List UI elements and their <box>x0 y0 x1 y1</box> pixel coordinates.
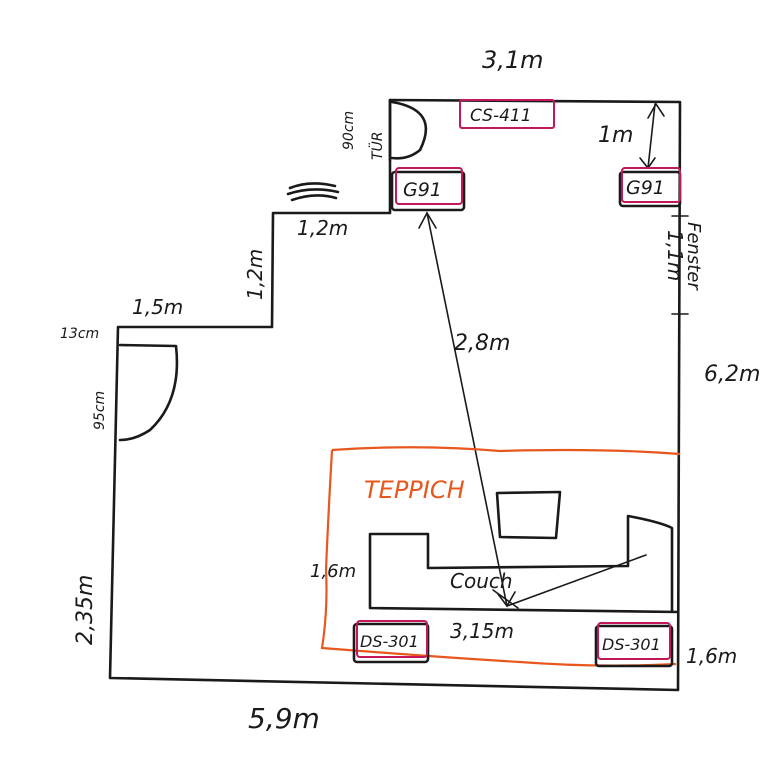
dim-couch-width: 3,15m <box>450 619 514 643</box>
dim-door-left-offset: 13cm <box>60 326 99 342</box>
speaker-front-right: G91 <box>618 167 682 208</box>
dim-left-height: 2,35m <box>73 575 98 645</box>
dimension-arrow-1m <box>639 102 665 170</box>
coffee-table <box>495 490 562 540</box>
dim-step-lower: 1,5m <box>132 295 183 319</box>
svg-text:DS-301: DS-301 <box>360 632 419 651</box>
dim-bottom-right-depth: 1,6m <box>686 644 737 668</box>
dim-right-height: 6,2m <box>704 362 760 387</box>
room-outline <box>108 98 682 692</box>
listening-line-cross <box>492 589 519 609</box>
dim-door-top: 90cm <box>341 111 357 150</box>
speaker-surround-left: DS-301 <box>352 620 430 664</box>
label-couch: Couch <box>450 569 513 593</box>
listening-line-right <box>506 554 647 607</box>
speaker-surround-right: DS-301 <box>594 622 674 668</box>
svg-text:G91: G91 <box>626 177 665 199</box>
svg-text:DS-301: DS-301 <box>602 635 661 654</box>
dim-listening-distance: 2,8m <box>454 331 510 356</box>
scribble-mark <box>286 182 340 202</box>
svg-text:G91: G91 <box>403 179 442 201</box>
label-door: TÜR <box>368 131 386 160</box>
carpet-outline <box>320 446 681 667</box>
door-left-icon <box>118 343 179 442</box>
dim-speaker-offset: 1m <box>598 123 633 148</box>
dim-step-height: 1,2m <box>243 249 267 300</box>
dim-bottom-width: 5,9m <box>248 702 320 735</box>
door-top-icon <box>388 98 428 162</box>
dim-couch-depth: 1,6m <box>310 561 356 582</box>
speaker-front-left: G91 <box>390 167 466 212</box>
label-window: Fenster <box>683 222 704 291</box>
dim-door-left: 95cm <box>92 391 108 430</box>
couch-outline <box>368 514 680 614</box>
dim-top-width: 3,1m <box>482 46 544 74</box>
label-carpet: TEPPICH <box>364 476 465 504</box>
dim-window-width: 1,1m <box>663 230 687 281</box>
dim-step-upper: 1,2m <box>297 216 348 240</box>
speaker-center: CS-411 <box>459 99 555 129</box>
listening-distance-line <box>418 211 516 608</box>
svg-text:CS-411: CS-411 <box>470 106 532 126</box>
